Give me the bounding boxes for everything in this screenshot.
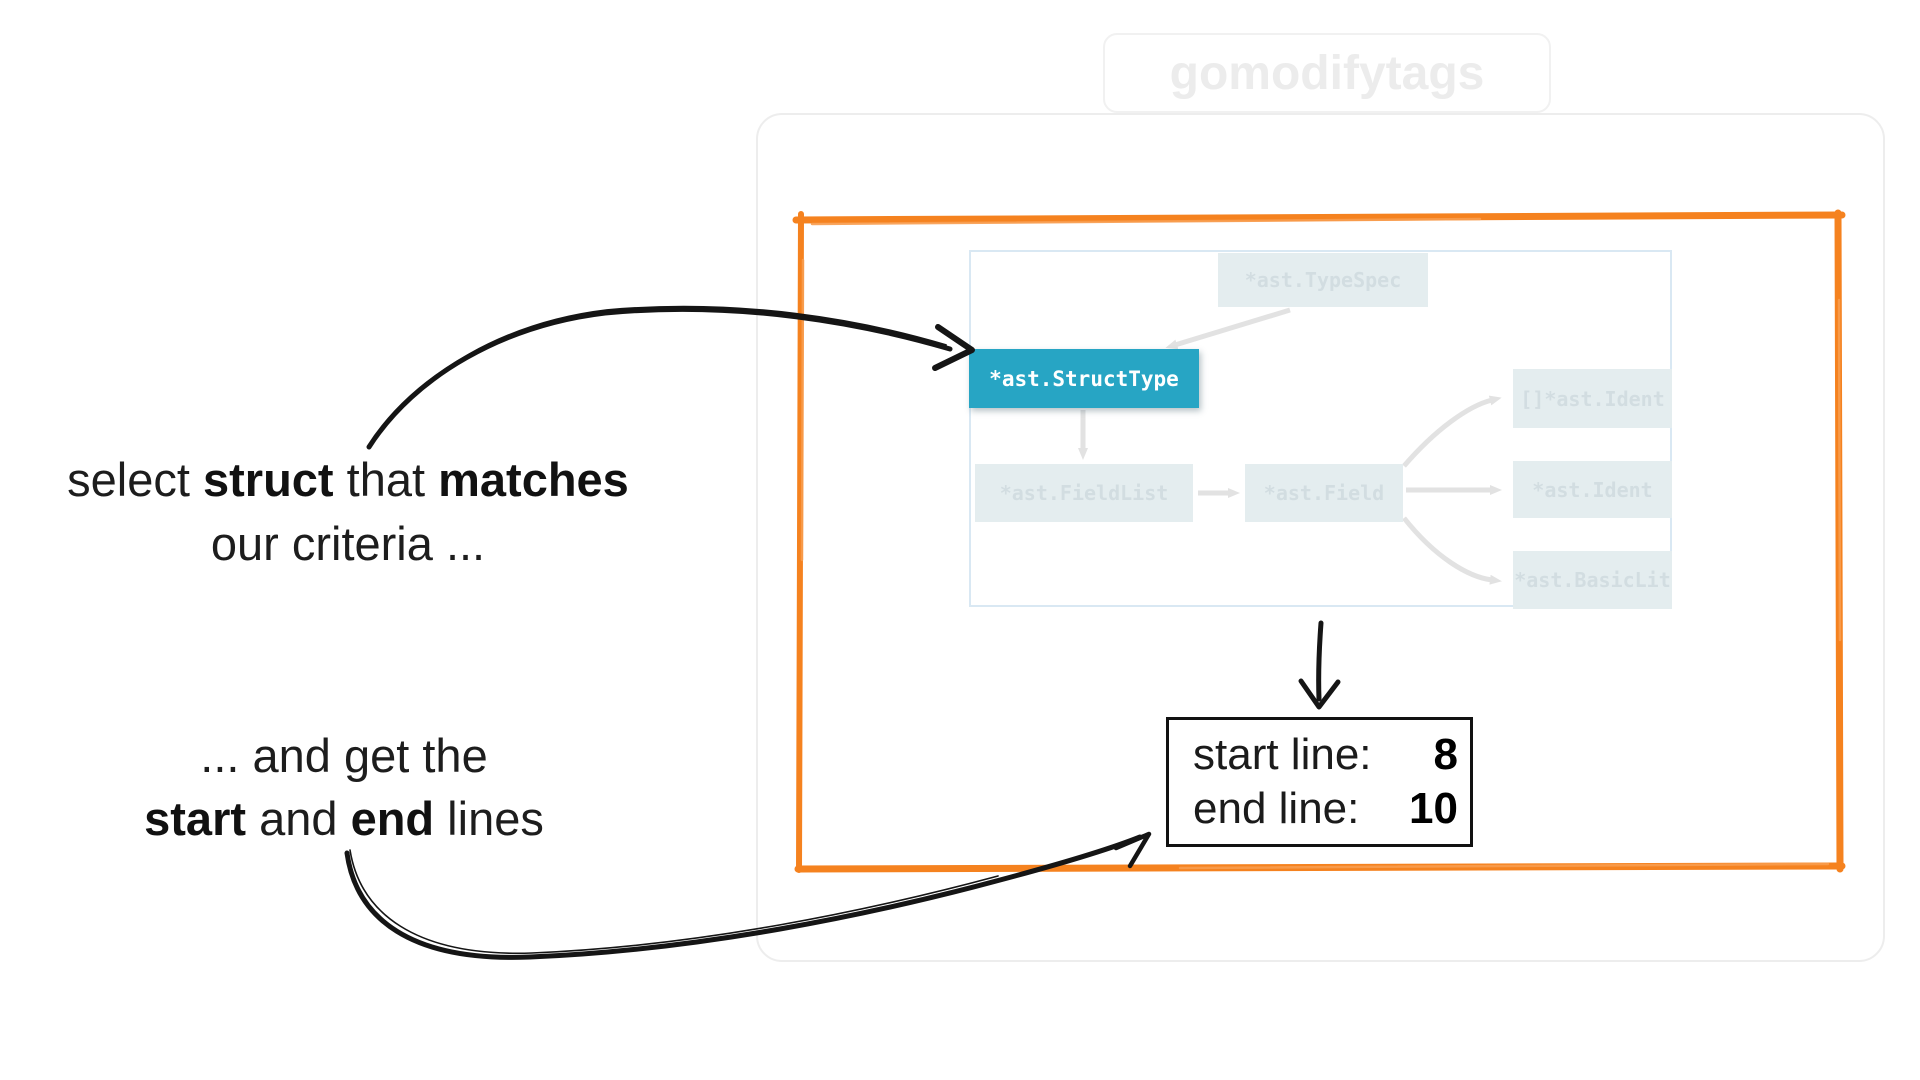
- annotation-line-1: ... and get the: [200, 729, 488, 782]
- text-bold: struct: [203, 453, 334, 506]
- annotation-line-1: select struct that matches: [28, 448, 668, 512]
- ast-diagram-panel: [969, 250, 1672, 607]
- annotation-select-struct: select struct that matches our criteria …: [28, 448, 668, 576]
- title-badge: gomodifytags: [1103, 33, 1551, 113]
- text-bold: matches: [438, 453, 629, 506]
- text: lines: [434, 792, 544, 845]
- node-label: *ast.StructType: [989, 366, 1179, 391]
- node-label: *ast.FieldList: [999, 481, 1169, 505]
- start-line-label: start line:: [1193, 730, 1372, 779]
- start-line-row: start line: 8: [1193, 729, 1458, 781]
- annotation-start-end-lines: ... and get the start and end lines: [24, 724, 664, 850]
- node-ast-ident: *ast.Ident: [1513, 461, 1672, 518]
- node-ast-basiclit: *ast.BasicLit: [1513, 551, 1672, 609]
- end-line-row: end line: 10: [1193, 783, 1458, 835]
- end-line-label: end line:: [1193, 784, 1360, 833]
- node-ast-structtype-selected: *ast.StructType: [969, 349, 1199, 408]
- node-label: *ast.Field: [1263, 481, 1385, 505]
- node-ast-ident-list: []*ast.Ident: [1513, 369, 1672, 428]
- text-bold: start: [144, 792, 247, 845]
- node-ast-field: *ast.Field: [1245, 464, 1403, 522]
- node-ast-typespec: *ast.TypeSpec: [1218, 253, 1428, 307]
- end-line-value: 10: [1409, 784, 1458, 833]
- text-bold: end: [350, 792, 435, 845]
- node-label: []*ast.Ident: [1520, 386, 1665, 411]
- text: select: [67, 453, 203, 506]
- node-label: *ast.Ident: [1532, 477, 1653, 502]
- annotation-line-2: our criteria ...: [210, 517, 486, 570]
- title-text: gomodifytags: [1169, 46, 1485, 100]
- start-line-value: 8: [1433, 730, 1458, 779]
- text: that: [333, 453, 439, 506]
- annotation-line-2: start and end lines: [24, 787, 664, 850]
- text: and: [246, 792, 351, 845]
- line-range-box: start line: 8 end line: 10: [1166, 717, 1473, 847]
- node-label: *ast.BasicLit: [1514, 568, 1671, 592]
- node-ast-fieldlist: *ast.FieldList: [975, 464, 1193, 522]
- node-label: *ast.TypeSpec: [1244, 268, 1402, 292]
